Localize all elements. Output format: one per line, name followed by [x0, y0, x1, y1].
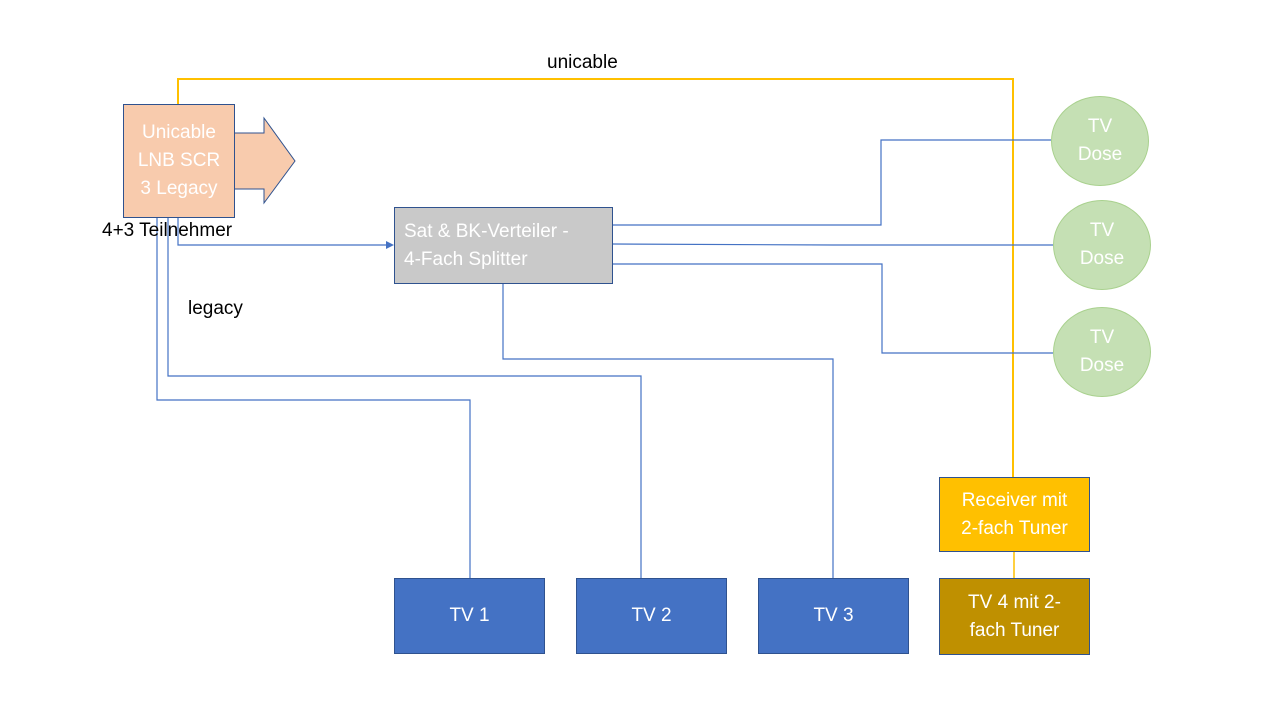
splitter-to-dose2-line: [612, 243, 1053, 246]
lnb-arrow-shape: [233, 116, 296, 205]
lnb-to-tv1-line: [156, 218, 471, 578]
splitter-to-tv3-line: [502, 284, 834, 578]
arrowhead: [386, 241, 394, 249]
tv2-box: TV 2: [576, 578, 727, 654]
tv1-box: TV 1: [394, 578, 545, 654]
lnb-to-splitter-line: [177, 218, 388, 246]
teilnehmer-label: 4+3 Teilnehmer: [102, 220, 233, 241]
unicable-lnb-box: Unicable LNB SCR 3 Legacy: [123, 104, 235, 218]
splitter-to-dose1-line: [613, 139, 1051, 226]
tv3-box: TV 3: [758, 578, 909, 654]
unicable-line: [177, 78, 1014, 477]
lnb-to-tv2-line: [167, 218, 642, 578]
tv-dose-3: TV Dose: [1053, 307, 1151, 397]
tv-dose-2: TV Dose: [1053, 200, 1151, 290]
receiver-box: Receiver mit 2-fach Tuner: [939, 477, 1090, 552]
legacy-label: legacy: [188, 298, 243, 319]
tv4-box: TV 4 mit 2- fach Tuner: [939, 578, 1090, 655]
splitter-box: Sat & BK-Verteiler - 4-Fach Splitter: [394, 207, 613, 284]
unicable-label: unicable: [547, 52, 618, 73]
tv-dose-1: TV Dose: [1051, 96, 1149, 186]
splitter-to-dose3-line: [613, 263, 1053, 354]
